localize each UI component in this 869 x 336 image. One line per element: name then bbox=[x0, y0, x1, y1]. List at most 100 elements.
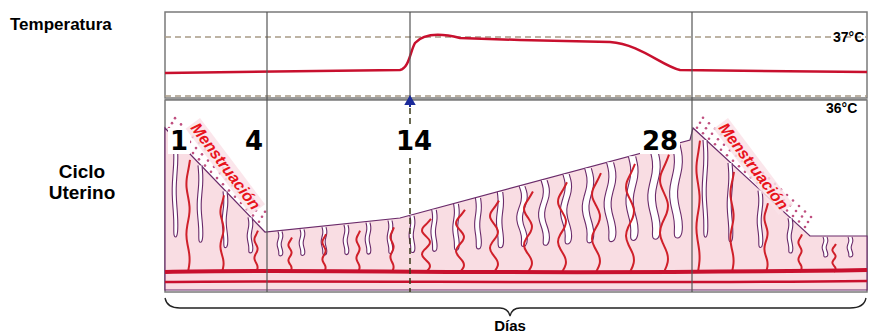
temp-37-label: 37°C bbox=[833, 30, 864, 45]
shed-cell bbox=[204, 164, 207, 167]
uterine-panel bbox=[165, 100, 867, 292]
gland bbox=[496, 192, 503, 248]
shed-cell bbox=[195, 147, 198, 150]
shed-cell bbox=[708, 122, 711, 125]
spiral-artery bbox=[660, 155, 669, 272]
day-number: 4 bbox=[243, 128, 265, 154]
spiral-artery bbox=[186, 160, 190, 272]
ovulation-arrow bbox=[406, 97, 414, 107]
temperature-panel bbox=[165, 12, 867, 98]
spiral-artery bbox=[322, 234, 326, 272]
temperature-curve bbox=[165, 35, 867, 73]
shedding-tissue bbox=[168, 116, 813, 228]
spiral-artery bbox=[288, 238, 292, 273]
gland bbox=[197, 165, 203, 242]
spiral-artery bbox=[696, 141, 700, 272]
gland bbox=[247, 217, 253, 252]
days-label: Días bbox=[494, 318, 526, 335]
shed-cell bbox=[171, 122, 174, 125]
shed-cell bbox=[702, 132, 705, 135]
shed-cell bbox=[711, 132, 714, 135]
gland bbox=[475, 198, 482, 249]
shed-cell bbox=[210, 171, 213, 174]
temp-36-label: 36°C bbox=[826, 101, 857, 116]
spiral-artery bbox=[390, 227, 394, 272]
basal-artery bbox=[165, 281, 867, 282]
shed-cell bbox=[201, 153, 204, 156]
shed-cell bbox=[699, 121, 702, 124]
spiral-artery bbox=[764, 203, 768, 272]
gland bbox=[648, 150, 660, 239]
uterine-cycle-label: Ciclo Uterino bbox=[27, 162, 137, 204]
spiral-artery bbox=[356, 231, 360, 272]
shed-cell bbox=[252, 214, 255, 217]
spiral-artery bbox=[592, 173, 601, 272]
gland bbox=[582, 168, 594, 243]
spiral-artery bbox=[524, 191, 533, 272]
day-number: 14 bbox=[394, 128, 434, 154]
spiral-artery bbox=[798, 234, 802, 272]
shed-cell bbox=[807, 221, 810, 224]
shed-cell bbox=[786, 209, 789, 212]
menstruation-label: Menstruación bbox=[714, 118, 793, 215]
days-bracket bbox=[165, 298, 866, 316]
basal-artery bbox=[165, 270, 867, 272]
spiral-artery bbox=[626, 164, 635, 272]
shed-cell bbox=[792, 199, 795, 202]
shed-cell bbox=[792, 215, 795, 218]
shed-cell bbox=[804, 210, 807, 213]
shed-cell bbox=[216, 177, 219, 180]
gland bbox=[517, 186, 528, 246]
endometrium bbox=[165, 128, 867, 290]
gland bbox=[431, 210, 437, 252]
spiral-artery bbox=[730, 172, 734, 272]
shed-cell bbox=[714, 143, 717, 146]
shed-cell bbox=[192, 152, 195, 155]
gland bbox=[343, 225, 349, 255]
line-36 bbox=[165, 95, 867, 97]
shed-cell bbox=[732, 160, 735, 163]
spiral-artery bbox=[422, 219, 431, 272]
shed-cell bbox=[810, 216, 813, 219]
gland bbox=[787, 218, 793, 253]
gland bbox=[365, 223, 371, 254]
shed-cell bbox=[264, 210, 267, 213]
gland bbox=[757, 191, 763, 248]
grid-line bbox=[409, 12, 410, 98]
shed-cell bbox=[228, 189, 231, 192]
spiral-artery bbox=[490, 201, 499, 272]
gland bbox=[670, 144, 683, 238]
shed-cell bbox=[798, 220, 801, 223]
shed-cell bbox=[738, 165, 741, 168]
gland bbox=[172, 139, 178, 237]
shed-cell bbox=[801, 215, 804, 218]
gland bbox=[702, 140, 708, 237]
shed-cell bbox=[180, 123, 183, 126]
shed-cell bbox=[804, 226, 807, 229]
shed-cell bbox=[222, 183, 225, 186]
spiral-artery bbox=[220, 195, 224, 272]
spiral-artery bbox=[254, 231, 258, 272]
gland bbox=[604, 162, 616, 241]
line-37 bbox=[165, 36, 867, 38]
grid-line bbox=[266, 12, 267, 292]
grid-line bbox=[691, 12, 692, 292]
gland bbox=[847, 237, 853, 257]
gland bbox=[277, 232, 283, 256]
shed-cell bbox=[702, 116, 705, 119]
shed-cell bbox=[174, 117, 177, 120]
shed-cell bbox=[795, 210, 798, 213]
shed-cell bbox=[726, 154, 729, 157]
shed-cell bbox=[696, 126, 699, 129]
shed-cell bbox=[798, 205, 801, 208]
shed-cell bbox=[705, 127, 708, 130]
shed-cell bbox=[261, 215, 264, 218]
temperature-label: Temperatura bbox=[10, 16, 112, 35]
shed-cell bbox=[708, 137, 711, 140]
spiral-artery bbox=[456, 210, 465, 272]
shed-cell bbox=[717, 138, 720, 141]
gland bbox=[299, 229, 305, 255]
day-number: 1 bbox=[168, 128, 190, 154]
spiral-artery bbox=[558, 182, 567, 272]
